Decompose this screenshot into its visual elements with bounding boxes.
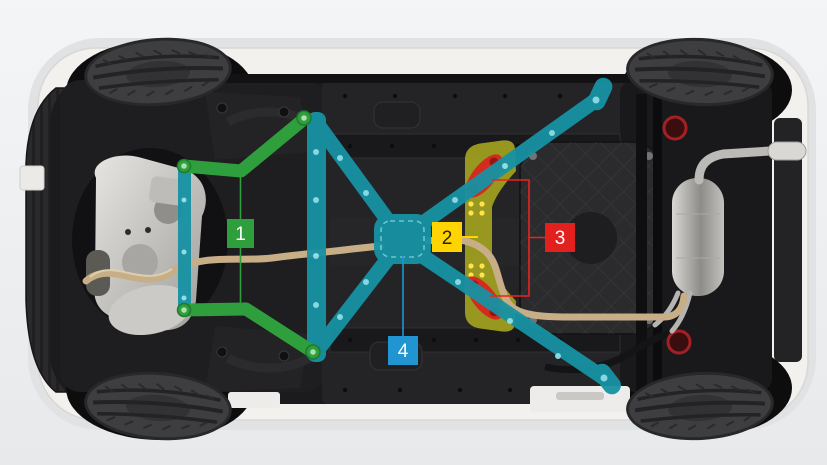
callout-2-number: 2 xyxy=(442,228,453,249)
x-brace-overlay xyxy=(178,77,621,395)
x-brace-bolts xyxy=(181,96,608,382)
callout-1-number: 1 xyxy=(235,224,246,245)
center-brace-bolts xyxy=(468,201,485,278)
callout-2: 2 xyxy=(432,222,462,252)
rear-spring-top xyxy=(662,115,688,141)
callout-3-box xyxy=(545,223,575,252)
fuel-tank xyxy=(519,141,663,335)
callout-3-number: 3 xyxy=(555,228,566,249)
x-brace-hub xyxy=(374,214,431,264)
exhaust-tip xyxy=(767,141,807,161)
muffler xyxy=(672,178,724,296)
callout-4: 4 xyxy=(388,336,418,365)
x-brace-main-bar xyxy=(307,112,326,362)
rear-spring-bottom xyxy=(666,329,692,355)
callout-2-box xyxy=(432,222,462,252)
rear-bumper-inset xyxy=(774,118,802,362)
callout-1: 1 xyxy=(227,219,254,248)
callout-4-number: 4 xyxy=(398,341,409,362)
rear-axle xyxy=(544,94,692,394)
callout-3-bracket xyxy=(490,179,545,297)
x-brace-front-bar xyxy=(178,160,191,315)
callout-1-box xyxy=(227,219,254,248)
callout-3: 3 xyxy=(545,223,575,252)
callout-4-box xyxy=(388,336,418,365)
exhaust-pipe-rear xyxy=(424,235,688,321)
tow-hook-tab xyxy=(19,165,45,191)
exhaust-system xyxy=(82,141,807,334)
front-brace-bolts xyxy=(181,115,316,355)
